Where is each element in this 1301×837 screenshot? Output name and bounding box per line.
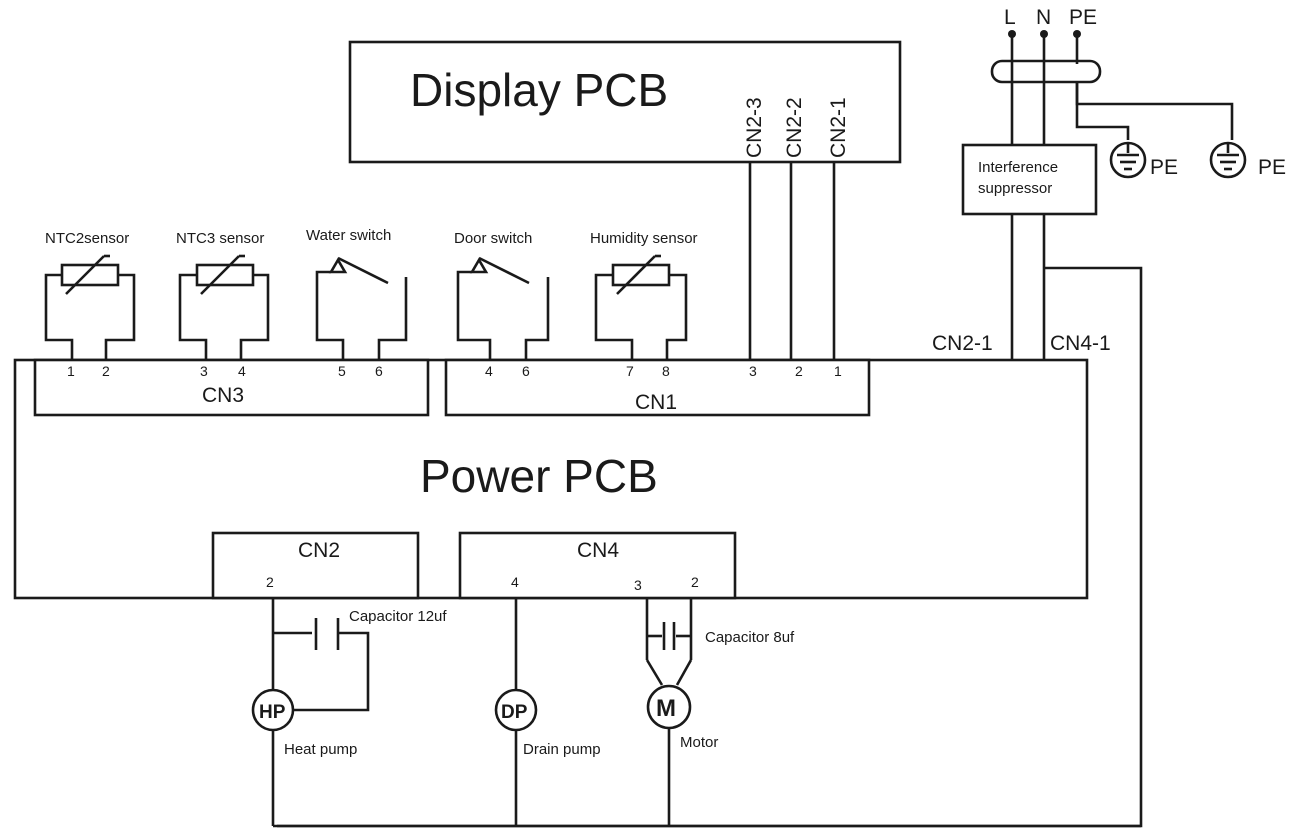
cn1-pin-3: 3 — [749, 363, 757, 379]
cn3-connector — [33, 358, 430, 417]
cn4-pin-2: 2 — [691, 574, 699, 590]
motor-circuit — [645, 598, 693, 826]
cn2-label: CN2 — [298, 539, 340, 562]
cn1-pin-7: 7 — [626, 363, 634, 379]
heat-pump-label: Heat pump — [284, 741, 357, 758]
humidity-sensor-label: Humidity sensor — [590, 230, 698, 247]
cn2-pin-2: 2 — [266, 574, 274, 590]
mains-pe-label: PE — [1069, 6, 1097, 29]
motor-icon — [646, 684, 692, 730]
cn3-pin-2: 2 — [102, 363, 110, 379]
heat-pump-capacitor-label: Capacitor 12uf — [349, 608, 447, 625]
ground-icon — [1209, 141, 1247, 179]
water-switch — [315, 256, 408, 360]
cn4-pin-3: 3 — [634, 577, 642, 593]
ntc3-sensor-label: NTC3 sensor — [176, 230, 264, 247]
cn4-connector — [458, 531, 737, 600]
mains-l-label: L — [1004, 6, 1016, 29]
ground-pe-label-1: PE — [1150, 156, 1178, 179]
heat-pump-circuit — [271, 598, 370, 826]
cn1-pin-6: 6 — [522, 363, 530, 379]
cn1-pin-8: 8 — [662, 363, 670, 379]
interference-suppressor — [961, 143, 1098, 216]
mains-n-label: N — [1036, 6, 1051, 29]
display-connector-cn2-3: CN2-3 — [743, 97, 766, 158]
power-pcb-title: Power PCB — [420, 450, 658, 502]
door-switch — [456, 256, 550, 360]
cn3-pin-3: 3 — [200, 363, 208, 379]
humidity-sensor — [594, 254, 688, 360]
drain-pump-icon — [494, 688, 538, 732]
cn3-pin-1: 1 — [67, 363, 75, 379]
drain-pump-symbol: DP — [501, 702, 528, 723]
display-link-wires — [748, 162, 836, 360]
cn2-connector — [211, 531, 420, 600]
input-cn4-1-label: CN4-1 — [1050, 332, 1111, 355]
water-switch-label: Water switch — [306, 227, 391, 244]
ntc2-sensor — [44, 254, 136, 360]
heat-pump-icon — [251, 688, 295, 732]
motor-label: Motor — [680, 734, 718, 751]
mains-terminals — [990, 30, 1234, 145]
motor-symbol: M — [656, 695, 676, 722]
input-cn2-1-label: CN2-1 — [932, 332, 993, 355]
suppressor-label-line1: Interference — [978, 159, 1058, 176]
display-pcb-title: Display PCB — [410, 64, 668, 116]
ground-icon — [1109, 141, 1147, 179]
cn1-pin-1: 1 — [834, 363, 842, 379]
cn4-pin-4: 4 — [511, 574, 519, 590]
door-switch-label: Door switch — [454, 230, 532, 247]
cn3-pin-6: 6 — [375, 363, 383, 379]
ntc3-sensor — [178, 254, 270, 360]
ntc2-sensor-label: NTC2sensor — [45, 230, 129, 247]
display-connector-cn2-1: CN2-1 — [827, 97, 850, 158]
cn1-connector — [444, 358, 871, 417]
ground-pe-label-2: PE — [1258, 156, 1286, 179]
cn3-pin-4: 4 — [238, 363, 246, 379]
cn3-label: CN3 — [202, 384, 244, 407]
display-pcb-box — [348, 40, 902, 164]
cn1-label: CN1 — [635, 391, 677, 414]
suppressor-label-line2: suppressor — [978, 180, 1052, 197]
cn3-pin-5: 5 — [338, 363, 346, 379]
heat-pump-symbol: HP — [259, 702, 286, 723]
cn1-pin-2: 2 — [795, 363, 803, 379]
drain-pump-label: Drain pump — [523, 741, 601, 758]
motor-capacitor-label: Capacitor 8uf — [705, 629, 795, 646]
display-connector-cn2-2: CN2-2 — [783, 97, 806, 158]
cn1-pin-4: 4 — [485, 363, 493, 379]
cn4-label: CN4 — [577, 539, 619, 562]
